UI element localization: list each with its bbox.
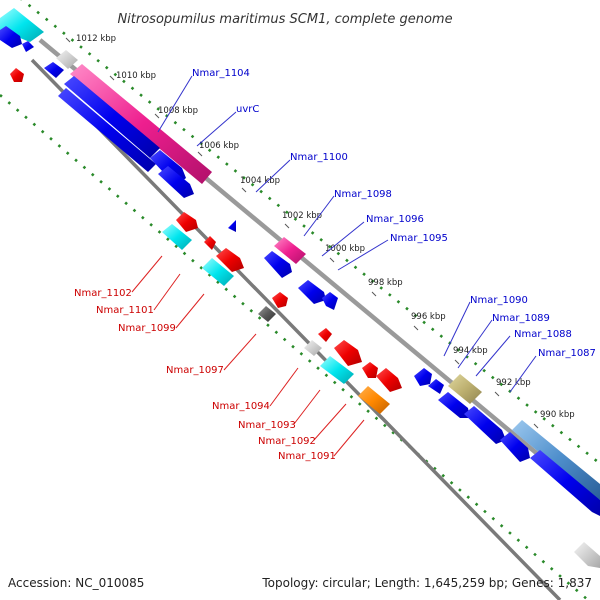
gene-arrow-uvrc[interactable] bbox=[58, 88, 156, 172]
gene-arrow-steel[interactable] bbox=[512, 420, 600, 500]
gene-arrow-blue[interactable] bbox=[158, 166, 194, 198]
reverse-labels: Nmar_1102 Nmar_1101 Nmar_1099 Nmar_1097 … bbox=[74, 288, 336, 462]
tick-label: 1002 kbp bbox=[282, 211, 322, 221]
gene-arrow-nmar-1095[interactable] bbox=[322, 292, 338, 310]
gene-arrow-nmar-1104[interactable] bbox=[70, 64, 212, 184]
gene-arrow-red[interactable] bbox=[272, 292, 288, 308]
gene-arrow-nmar-1098[interactable] bbox=[274, 237, 306, 264]
gene-arrow-red[interactable] bbox=[362, 362, 378, 378]
tick-label: 1004 kbp bbox=[240, 176, 280, 186]
tick-label: 998 kbp bbox=[368, 278, 403, 288]
gene-arrow-nmar-1096[interactable] bbox=[298, 280, 326, 304]
gene-arrow-red[interactable] bbox=[334, 340, 362, 366]
gene-label-nmar-1102[interactable]: Nmar_1102 bbox=[74, 288, 132, 299]
map-title: Nitrosopumilus maritimus SCM1, complete … bbox=[117, 12, 452, 27]
gene-label-uvrc[interactable]: uvrC bbox=[236, 104, 259, 115]
gene-label-nmar-1101[interactable]: Nmar_1101 bbox=[96, 305, 154, 316]
tick-label: 996 kbp bbox=[411, 312, 446, 322]
gene-arrow-nmar-1088[interactable] bbox=[438, 392, 470, 418]
gene-label-nmar-1088[interactable]: Nmar_1088 bbox=[514, 329, 572, 340]
gene-label-nmar-1090[interactable]: Nmar_1090 bbox=[470, 295, 528, 306]
gene-label-nmar-1089[interactable]: Nmar_1089 bbox=[492, 313, 550, 324]
gene-label-nmar-1094[interactable]: Nmar_1094 bbox=[212, 401, 270, 412]
tick-label: 1006 kbp bbox=[199, 141, 239, 151]
gene-arrow-blue[interactable] bbox=[500, 432, 530, 462]
accession-text: Accession: NC_010085 bbox=[8, 576, 144, 590]
gene-arrow-blue[interactable] bbox=[530, 450, 600, 516]
tick-label: 992 kbp bbox=[496, 378, 531, 388]
gene-arrow-nmar-1102[interactable] bbox=[162, 224, 192, 250]
forward-genes bbox=[0, 8, 600, 568]
gene-arrow-red[interactable] bbox=[204, 236, 216, 250]
gene-arrow-nmar-1090[interactable] bbox=[414, 368, 432, 386]
tick-label: 1012 kbp bbox=[76, 34, 116, 44]
genome-summary-text: Topology: circular; Length: 1,645,259 bp… bbox=[261, 576, 592, 590]
gene-arrow-blue[interactable] bbox=[22, 41, 34, 52]
gene-label-nmar-1091[interactable]: Nmar_1091 bbox=[278, 451, 336, 462]
gene-arrow-grey[interactable] bbox=[574, 542, 600, 568]
reverse-genes bbox=[10, 68, 402, 414]
gene-arrow-blue[interactable] bbox=[0, 26, 22, 48]
gene-arrow-nmar-1094[interactable] bbox=[304, 340, 322, 356]
reverse-leaders bbox=[131, 255, 365, 457]
gene-arrow-red[interactable] bbox=[318, 328, 332, 342]
gene-label-nmar-1104[interactable]: Nmar_1104 bbox=[192, 68, 250, 79]
gene-arrow-nmar-1089[interactable] bbox=[448, 374, 482, 404]
tick-label: 1010 kbp bbox=[116, 71, 156, 81]
tick-label: 990 kbp bbox=[540, 410, 575, 420]
gene-arrow-nmar-1101[interactable] bbox=[216, 248, 244, 272]
gene-arrow-grey[interactable] bbox=[56, 50, 78, 69]
tick-label: 1008 kbp bbox=[158, 106, 198, 116]
gene-label-nmar-1087[interactable]: Nmar_1087 bbox=[538, 348, 596, 359]
gene-arrow-nmar-1099[interactable] bbox=[202, 258, 234, 286]
forward-leaders bbox=[157, 75, 537, 393]
gene-label-nmar-1093[interactable]: Nmar_1093 bbox=[238, 420, 296, 431]
gene-arrow-nmar-1097[interactable] bbox=[258, 306, 276, 322]
gene-arrow-nmar-1100[interactable] bbox=[264, 251, 292, 278]
gene-arrow-blue[interactable] bbox=[428, 379, 444, 394]
forward-labels: Nmar_1104 uvrC Nmar_1100 Nmar_1098 Nmar_… bbox=[192, 68, 596, 359]
outer-dotted-guide bbox=[20, 0, 599, 464]
gene-label-nmar-1096[interactable]: Nmar_1096 bbox=[366, 214, 424, 225]
gene-label-nmar-1097[interactable]: Nmar_1097 bbox=[166, 365, 224, 376]
gene-label-nmar-1092[interactable]: Nmar_1092 bbox=[258, 436, 316, 447]
gene-arrow-nmar-1087[interactable] bbox=[464, 406, 506, 444]
gene-arrow-nmar-1091[interactable] bbox=[358, 386, 390, 414]
backbone-reverse-strand bbox=[30, 58, 562, 600]
gene-arrow-red[interactable] bbox=[10, 68, 24, 82]
gene-arrow-blue[interactable] bbox=[64, 76, 160, 158]
ticks bbox=[65, 37, 539, 429]
gene-arrow-blue[interactable] bbox=[228, 220, 236, 232]
gene-arrow-nmar-1092[interactable] bbox=[376, 368, 402, 392]
gene-arrow-nmar-1093[interactable] bbox=[320, 356, 354, 384]
gene-label-nmar-1099[interactable]: Nmar_1099 bbox=[118, 323, 176, 334]
gene-arrow-red[interactable] bbox=[176, 212, 198, 232]
gene-label-nmar-1095[interactable]: Nmar_1095 bbox=[390, 233, 448, 244]
gene-arrow-blue[interactable] bbox=[44, 62, 64, 78]
gene-label-nmar-1100[interactable]: Nmar_1100 bbox=[290, 152, 348, 163]
tick-label: 1000 kbp bbox=[325, 244, 365, 254]
gene-label-nmar-1098[interactable]: Nmar_1098 bbox=[334, 189, 392, 200]
